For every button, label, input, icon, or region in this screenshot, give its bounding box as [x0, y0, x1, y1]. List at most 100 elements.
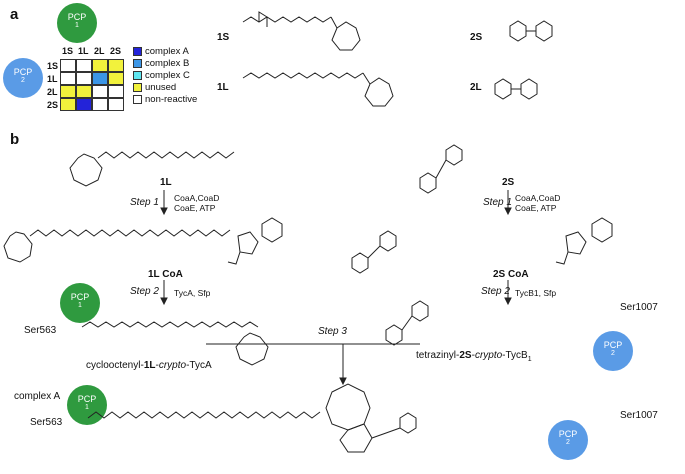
row-header: 1L	[47, 74, 58, 84]
matrix-cell	[60, 72, 76, 85]
product-label-left: cyclooctenyl-1L-crypto-TycA	[86, 360, 212, 371]
matrix-cell	[108, 59, 124, 72]
legend-swatch-unused	[133, 83, 142, 92]
arrowhead-step2-left	[160, 297, 168, 306]
serine-label-left: Ser563	[24, 325, 57, 336]
product-label-right: tetrazinyl-2S-crypto-TycB1	[416, 350, 532, 364]
bond-ring-1S	[330, 16, 361, 51]
panel-label-a: a	[10, 6, 19, 23]
pyridazine-complex	[339, 423, 373, 453]
chain-complex-right	[371, 427, 401, 439]
bond-chain-1L	[242, 72, 364, 79]
complex-a-label: complex A	[14, 391, 61, 402]
start-label-1L: 1L	[160, 177, 172, 188]
chain-1L-start	[97, 151, 235, 159]
reagent-right-step2: TycB1, Sfp	[515, 288, 557, 298]
col-header: 2L	[94, 46, 105, 56]
ribose-2S-coa	[565, 231, 587, 255]
start-label-2S: 2S	[502, 177, 515, 188]
arrowhead-step2-right	[504, 297, 512, 306]
panel-label-b: b	[10, 131, 20, 148]
compound-label-1S: 1S	[217, 32, 230, 43]
tetrazine-ring-2L	[494, 78, 512, 100]
row-header: 2L	[47, 87, 58, 97]
matrix-cell	[108, 98, 124, 111]
phosphate-1L-coa	[227, 251, 241, 265]
phenyl-ring-2S	[535, 20, 553, 42]
matrix-cell	[76, 98, 92, 111]
phenyl-2S-start	[445, 144, 463, 166]
matrix-cell	[92, 72, 108, 85]
legend-swatch-complex-c	[133, 71, 142, 80]
reagent-left-step1: CoaA,CoaD	[174, 193, 220, 203]
col-header: 2S	[110, 46, 122, 56]
arrowhead-step1-left	[160, 207, 168, 216]
step3-label: Step 3	[318, 326, 347, 337]
reagent-right-step1: CoaE, ATP	[515, 203, 557, 213]
step2-label-left: Step 2	[130, 286, 159, 297]
legend-label: complex C	[145, 70, 190, 81]
matrix-cell	[92, 85, 108, 98]
tetrazine-2S-start	[419, 172, 437, 194]
bond-branch-1S	[258, 11, 268, 27]
matrix-cell	[60, 98, 76, 111]
purine-2S-coa	[591, 217, 613, 243]
cyclooctane-complex	[325, 383, 371, 431]
col-header: 1L	[78, 46, 89, 56]
ring-1L-coa	[3, 231, 33, 263]
matrix-cell	[108, 72, 124, 85]
chain-2S-start	[435, 159, 447, 179]
tetrazine-2S-coa	[351, 252, 369, 274]
reagent-left-step1: CoaE, ATP	[174, 203, 216, 213]
chain-tycb1	[401, 315, 413, 331]
pcp1-domain-icon: PCP 1	[57, 3, 97, 43]
tetrazine-ring-2S	[509, 20, 527, 42]
matrix-cell	[76, 59, 92, 72]
ring-tyca	[235, 332, 269, 366]
matrix-cell	[76, 85, 92, 98]
chain-1L-coa	[29, 229, 231, 237]
col-header: 1S	[62, 46, 74, 56]
matrix-cell	[92, 98, 108, 111]
serine-label-bottom-left: Ser563	[30, 417, 63, 428]
legend-swatch-non-reactive	[133, 95, 142, 104]
step1-label-left: Step 1	[130, 197, 159, 208]
serine-label-right: Ser1007	[620, 302, 658, 313]
matrix-cell	[108, 85, 124, 98]
bond-chain-1S	[242, 16, 332, 23]
matrix-cell	[76, 72, 92, 85]
phenyl-2S-coa	[379, 230, 397, 252]
phenyl-complex	[399, 412, 417, 434]
compound-label-1L: 1L	[217, 82, 229, 93]
tetrazine-tycb1	[385, 324, 403, 346]
coa-label-1L: 1L CoA	[148, 269, 183, 280]
step2-label-right: Step 2	[481, 286, 510, 297]
matrix-cell	[60, 85, 76, 98]
legend-label: complex A	[145, 46, 189, 57]
legend-swatch-complex-a	[133, 47, 142, 56]
phenyl-tycb1	[411, 300, 429, 322]
compound-label-2L: 2L	[470, 82, 482, 93]
row-header: 1S	[47, 61, 59, 71]
row-header: 2S	[47, 100, 59, 110]
reagent-right-step1: CoaA,CoaD	[515, 193, 561, 203]
pcp2-tycb1-icon: PCP 2	[593, 331, 633, 371]
purine-1L-coa	[261, 217, 283, 243]
pcp2-domain-icon: PCP 2	[3, 58, 43, 98]
matrix-cell	[92, 59, 108, 72]
legend-label: non-reactive	[145, 94, 198, 105]
compound-label-2S: 2S	[470, 32, 483, 43]
legend-label: unused	[145, 82, 177, 93]
chain-complex-left	[87, 411, 321, 419]
ring-1L-start	[69, 153, 103, 187]
legend-label: complex B	[145, 58, 190, 69]
reagent-left-step2: TycA, Sfp	[174, 288, 211, 298]
step1-label-right: Step 1	[483, 197, 512, 208]
arrowhead-step1-right	[504, 207, 512, 216]
phenyl-ring-2L	[520, 78, 538, 100]
pcp2-complex-icon: PCP 2	[548, 420, 588, 460]
matrix-cell	[60, 59, 76, 72]
pcp1-tyca-icon: PCP 1	[60, 283, 100, 323]
serine-label-bottom-right: Ser1007	[620, 410, 658, 421]
